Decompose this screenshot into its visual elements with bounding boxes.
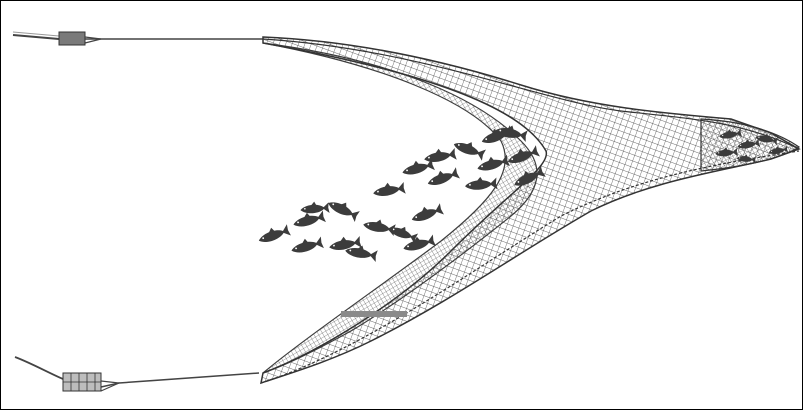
fish bbox=[256, 222, 291, 246]
fish bbox=[423, 146, 457, 165]
fishing-line bbox=[341, 311, 407, 317]
fish bbox=[372, 180, 406, 199]
fish bbox=[409, 201, 444, 225]
lower-warp-rope bbox=[15, 357, 259, 391]
fish bbox=[300, 200, 330, 215]
fish bbox=[425, 165, 460, 189]
fish bbox=[326, 196, 361, 222]
lower-otter-board bbox=[63, 373, 101, 391]
fish bbox=[289, 235, 324, 257]
fish bbox=[464, 175, 497, 192]
upper-warp-rope bbox=[13, 32, 263, 43]
upper-otter-board bbox=[59, 32, 85, 45]
fish bbox=[452, 137, 487, 161]
fish bbox=[362, 217, 396, 236]
